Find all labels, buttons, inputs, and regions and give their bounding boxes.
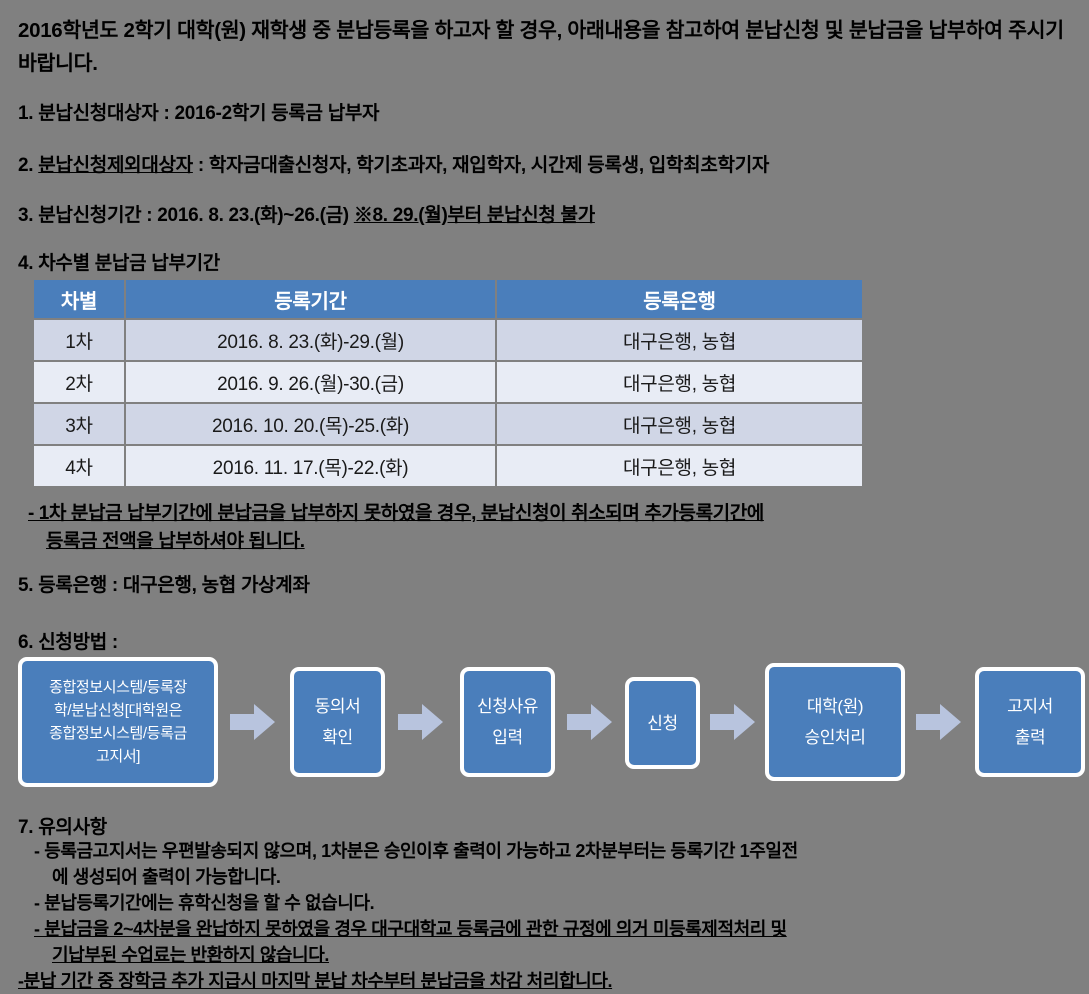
- flow-arrow-5-icon: [916, 702, 962, 742]
- item-4-payment-schedule-heading: 4. 차수별 분납금 납부기간: [18, 253, 220, 274]
- flow-step-university-approval: 대학(원) 승인처리: [765, 663, 905, 781]
- flow-step-1-line-4: 고지서]: [96, 748, 140, 765]
- payment-schedule-table-wrapper: 차별 등록기간 등록은행 1차 2016. 8. 23.(화)-29.(월) 대…: [32, 278, 862, 488]
- cell-bank: 대구은행, 농협: [497, 320, 862, 360]
- flow-step-6-text: 고지서 출력: [1007, 691, 1053, 753]
- flow-step-6-line-2: 출력: [1014, 728, 1046, 747]
- cell-installment: 4차: [34, 446, 124, 486]
- table-body: 1차 2016. 8. 23.(화)-29.(월) 대구은행, 농협 2차 20…: [34, 320, 862, 486]
- flow-step-2-text: 동의서 확인: [315, 691, 361, 753]
- warning-line-1: - 1차 분납금 납부기간에 분납금을 납부하지 못하였을 경우, 분납신청이 …: [28, 503, 764, 524]
- item-2-prefix: 2.: [18, 155, 39, 176]
- item-6-application-method: 6. 신청방법 :: [18, 632, 118, 653]
- flow-step-1-line-1: 종합정보시스템/등록장: [49, 679, 187, 696]
- flow-step-5-line-2: 승인처리: [804, 728, 866, 747]
- flow-step-5-text: 대학(원) 승인처리: [805, 691, 866, 753]
- flow-step-2-line-2: 확인: [322, 728, 353, 747]
- cell-period: 2016. 11. 17.(목)-22.(화): [126, 446, 495, 486]
- item-7-precautions-heading: 7. 유의사항: [18, 817, 107, 838]
- flow-step-3-text: 신청사유 입력: [477, 691, 538, 753]
- note-item: 에 생성되어 출력이 가능합니다.: [52, 867, 281, 887]
- flow-arrow-1-icon: [230, 702, 276, 742]
- item-2-rest: : 학자금대출신청자, 학기초과자, 재입학자, 시간제 등록생, 입학최초학기…: [192, 155, 770, 176]
- flow-step-4-text: 신청: [647, 708, 678, 739]
- cell-period: 2016. 8. 23.(화)-29.(월): [126, 320, 495, 360]
- flow-step-consent-confirm: 동의서 확인: [290, 667, 385, 777]
- table-row: 1차 2016. 8. 23.(화)-29.(월) 대구은행, 농협: [34, 320, 862, 360]
- item-3-prefix: 3. 분납신청기간 : 2016. 8. 23.(화)~26.(금): [18, 205, 354, 226]
- cell-period: 2016. 9. 26.(월)-30.(금): [126, 362, 495, 402]
- cell-installment: 1차: [34, 320, 124, 360]
- note-item: -분납 기간 중 장학금 추가 지급시 마지막 분납 차수부터 분납금을 차감 …: [18, 971, 613, 991]
- cell-bank: 대구은행, 농협: [497, 404, 862, 444]
- column-header-period: 등록기간: [126, 280, 495, 318]
- flow-step-5-line-1: 대학(원): [806, 697, 864, 716]
- flow-step-6-line-1: 고지서: [1007, 697, 1053, 716]
- cell-bank: 대구은행, 농협: [497, 362, 862, 402]
- item-2-excluded-applicants: 2. 분납신청제외대상자 : 학자금대출신청자, 학기초과자, 재입학자, 시간…: [18, 150, 769, 177]
- flow-arrow-3-icon: [567, 702, 613, 742]
- flow-step-1-text: 종합정보시스템/등록장 학/분납신청[대학원은 종합정보시스템/등록금 고지서]: [49, 676, 187, 768]
- intro-paragraph: 2016학년도 2학기 대학(원) 재학생 중 분납등록을 하고자 할 경우, …: [18, 19, 1064, 75]
- flow-step-system-login: 종합정보시스템/등록장 학/분납신청[대학원은 종합정보시스템/등록금 고지서]: [18, 657, 218, 787]
- column-header-bank: 등록은행: [497, 280, 862, 318]
- flow-step-print-bill: 고지서 출력: [975, 667, 1085, 777]
- flow-step-3-line-1: 신청사유: [477, 697, 538, 716]
- first-installment-warning: - 1차 분납금 납부기간에 분납금을 납부하지 못하였을 경우, 분납신청이 …: [28, 500, 1028, 556]
- item-2-underlined-term: 분납신청제외대상자: [38, 155, 193, 176]
- warning-line-2: 등록금 전액을 납부하셔야 됩니다.: [46, 531, 305, 552]
- cell-installment: 3차: [34, 404, 124, 444]
- table-row: 3차 2016. 10. 20.(목)-25.(화) 대구은행, 농협: [34, 404, 862, 444]
- flow-step-1-line-2: 학/분납신청[대학원은: [53, 702, 183, 719]
- item-5-registration-banks: 5. 등록은행 : 대구은행, 농협 가상계좌: [18, 575, 310, 596]
- item-1-eligible-applicants: 1. 분납신청대상자 : 2016-2학기 등록금 납부자: [18, 103, 380, 124]
- table-header-row: 차별 등록기간 등록은행: [34, 280, 862, 318]
- note-item: 기납부된 수업료는 반환하지 않습니다.: [52, 945, 329, 965]
- table-row: 4차 2016. 11. 17.(목)-22.(화) 대구은행, 농협: [34, 446, 862, 486]
- cell-bank: 대구은행, 농협: [497, 446, 862, 486]
- note-item: - 분납금을 2~4차분을 완납하지 못하였을 경우 대구대학교 등록금에 관한…: [34, 919, 787, 939]
- flow-arrow-4-icon: [710, 702, 756, 742]
- item-3-deadline-warning: ※8. 29.(월)부터 분납신청 불가: [353, 205, 595, 226]
- flow-step-4-line-1: 신청: [647, 713, 678, 733]
- precautions-note-list: - 등록금고지서는 우편발송되지 않으며, 1차분은 승인이후 출력이 가능하고…: [18, 838, 1078, 994]
- payment-schedule-table: 차별 등록기간 등록은행 1차 2016. 8. 23.(화)-29.(월) 대…: [32, 278, 864, 488]
- note-item: - 분납등록기간에는 휴학신청을 할 수 없습니다.: [34, 893, 375, 913]
- item-3-application-period: 3. 분납신청기간 : 2016. 8. 23.(화)~26.(금) ※8. 2…: [18, 200, 595, 227]
- cell-installment: 2차: [34, 362, 124, 402]
- flow-step-2-line-1: 동의서: [314, 697, 361, 716]
- note-item: - 등록금고지서는 우편발송되지 않으며, 1차분은 승인이후 출력이 가능하고…: [34, 841, 798, 861]
- flow-step-3-line-2: 입력: [492, 728, 523, 747]
- table-head: 차별 등록기간 등록은행: [34, 280, 862, 318]
- table-row: 2차 2016. 9. 26.(월)-30.(금) 대구은행, 농협: [34, 362, 862, 402]
- flow-step-reason-input: 신청사유 입력: [460, 667, 555, 777]
- column-header-installment: 차별: [34, 280, 124, 318]
- flow-step-submit: 신청: [625, 677, 700, 769]
- flow-step-1-line-3: 종합정보시스템/등록금: [49, 725, 187, 742]
- cell-period: 2016. 10. 20.(목)-25.(화): [126, 404, 495, 444]
- flow-arrow-2-icon: [398, 702, 444, 742]
- application-flow-diagram: 종합정보시스템/등록장 학/분납신청[대학원은 종합정보시스템/등록금 고지서]…: [0, 655, 1089, 795]
